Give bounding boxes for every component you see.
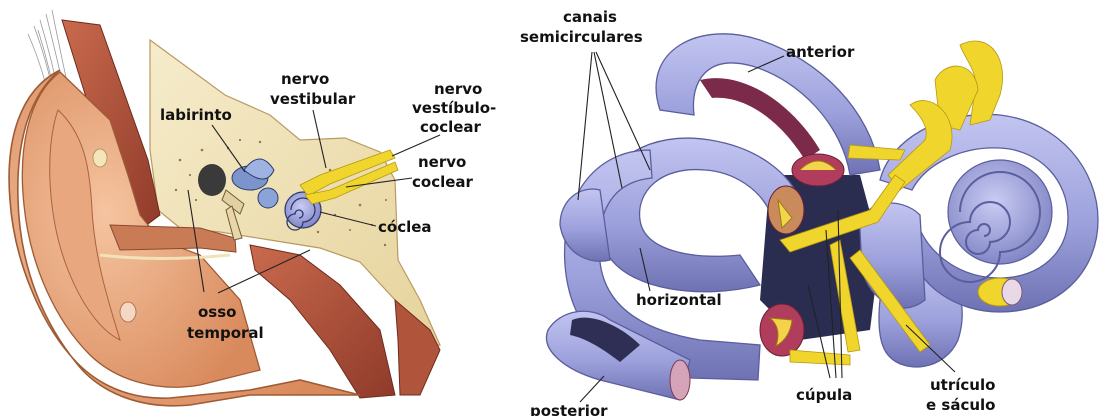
label-osso-temporal-2: temporal [187, 324, 264, 342]
label-canais-1: canais [563, 8, 617, 26]
earlobe-inner [120, 302, 136, 322]
label-posterior: posterior [530, 402, 608, 416]
label-utriculo-2: e sáculo [926, 396, 995, 414]
tragus-node [93, 149, 107, 167]
ampulla-upper [792, 154, 844, 186]
outer-inner-ear-illustration [9, 10, 440, 406]
label-nervo-vestibular-2: vestibular [270, 90, 356, 108]
label-nervo-coclear-2: coclear [412, 173, 474, 191]
label-canais-2: semicirculares [520, 28, 643, 46]
label-utriculo-1: utrículo [930, 376, 995, 394]
label-nervo-vestibulo-coclear-2: vestíbulo- [412, 99, 496, 117]
ampulla-middle [768, 186, 804, 234]
label-anterior: anterior [786, 43, 855, 61]
label-nervo-vestibular-1: nervo [281, 70, 329, 88]
label-nervo-vestibulo-coclear-1: nervo [434, 80, 482, 98]
label-cupula: cúpula [796, 386, 852, 404]
tube-opening [670, 360, 690, 400]
label-osso-temporal-1: osso [198, 303, 236, 321]
label-coclea: cóclea [378, 218, 432, 236]
label-nervo-vestibulo-coclear-3: coclear [420, 118, 482, 136]
ampulla-lower [760, 304, 804, 356]
right-nerve-bundle [978, 278, 1022, 306]
label-labirinto: labirinto [160, 106, 232, 124]
label-horizontal: horizontal [636, 291, 722, 309]
label-nervo-coclear-1: nervo [418, 153, 466, 171]
